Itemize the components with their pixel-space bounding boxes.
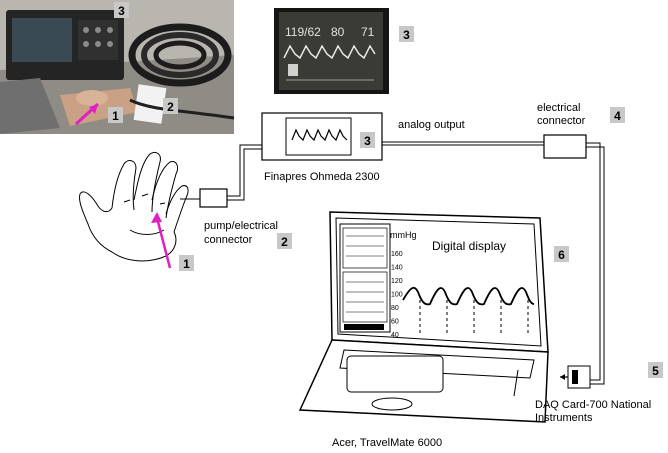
screen-axis-tick: 100 bbox=[391, 292, 403, 299]
badge-3-device: 3 bbox=[360, 132, 375, 148]
svg-text:3: 3 bbox=[403, 28, 410, 42]
daq-card bbox=[560, 365, 591, 389]
svg-text:3: 3 bbox=[364, 134, 371, 148]
hand-sketch bbox=[79, 151, 189, 262]
finapres-label: Finapres Ohmeda 2300 bbox=[264, 171, 380, 183]
badge-6: 6 bbox=[554, 246, 569, 262]
screen-axis-tick: 120 bbox=[391, 278, 403, 285]
daq-cable bbox=[586, 142, 605, 385]
finapres-device bbox=[261, 112, 383, 161]
pump-connector-label-2: connector bbox=[204, 234, 253, 246]
badge-2-connector: 2 bbox=[277, 233, 292, 249]
svg-text:2: 2 bbox=[281, 235, 288, 249]
monitor-other-readout: 71 bbox=[361, 25, 375, 39]
daq-label-1: DAQ Card-700 National bbox=[535, 399, 651, 411]
screen-axis-tick: 80 bbox=[391, 305, 399, 312]
analog-output-cable bbox=[382, 141, 544, 146]
badge-5: 5 bbox=[648, 362, 663, 378]
laptop-drawing bbox=[298, 211, 549, 423]
digital-display-label: Digital display bbox=[432, 239, 506, 253]
svg-text:3: 3 bbox=[118, 4, 125, 18]
lab-photo bbox=[0, 0, 235, 134]
electrical-connector-label-2: connector bbox=[537, 115, 586, 127]
monitor-hr-readout: 80 bbox=[331, 25, 345, 39]
electrical-connector-label-1: electrical bbox=[537, 102, 580, 114]
svg-text:2: 2 bbox=[167, 100, 174, 114]
screen-axis-tick: 140 bbox=[391, 265, 403, 272]
daq-label-2: Instruments bbox=[535, 412, 593, 424]
svg-text:1: 1 bbox=[183, 257, 190, 271]
badge-3-monitor: 3 bbox=[399, 26, 414, 42]
hand-arrow bbox=[151, 212, 172, 269]
pump-cable bbox=[226, 144, 262, 201]
svg-text:4: 4 bbox=[614, 109, 621, 123]
badge-2-photo: 2 bbox=[163, 98, 178, 114]
screen-waveform bbox=[402, 286, 535, 306]
pump-connector-box bbox=[199, 188, 228, 208]
svg-text:1: 1 bbox=[112, 109, 119, 123]
monitor-photo: 119/62 80 71 bbox=[274, 8, 389, 94]
pump-connector-label-1: pump/electrical bbox=[204, 220, 278, 232]
svg-text:6: 6 bbox=[558, 248, 565, 262]
electrical-connector-box bbox=[543, 134, 587, 159]
screen-axis-tick: 160 bbox=[391, 251, 403, 258]
badge-1-photo: 1 bbox=[108, 107, 123, 123]
svg-text:5: 5 bbox=[652, 364, 659, 378]
screen-axis-tick: 60 bbox=[391, 319, 399, 326]
badge-3-photo: 3 bbox=[114, 2, 129, 18]
monitor-waveform bbox=[283, 44, 376, 60]
monitor-bp-readout: 119/62 bbox=[285, 25, 321, 39]
analog-output-label: analog output bbox=[398, 119, 465, 131]
laptop-label: Acer, TravelMate 6000 bbox=[332, 437, 442, 449]
screen-axis-tick: 40 bbox=[391, 332, 399, 339]
screen-axis: 160 140 120 100 80 60 40 bbox=[391, 251, 403, 339]
laptop-screen: mmHg Digital display 160 140 120 100 80 60 40 bbox=[339, 223, 535, 339]
badge-1-hand: 1 bbox=[179, 255, 194, 271]
badge-4: 4 bbox=[610, 107, 625, 123]
screen-unit-label: mmHg bbox=[390, 230, 417, 240]
